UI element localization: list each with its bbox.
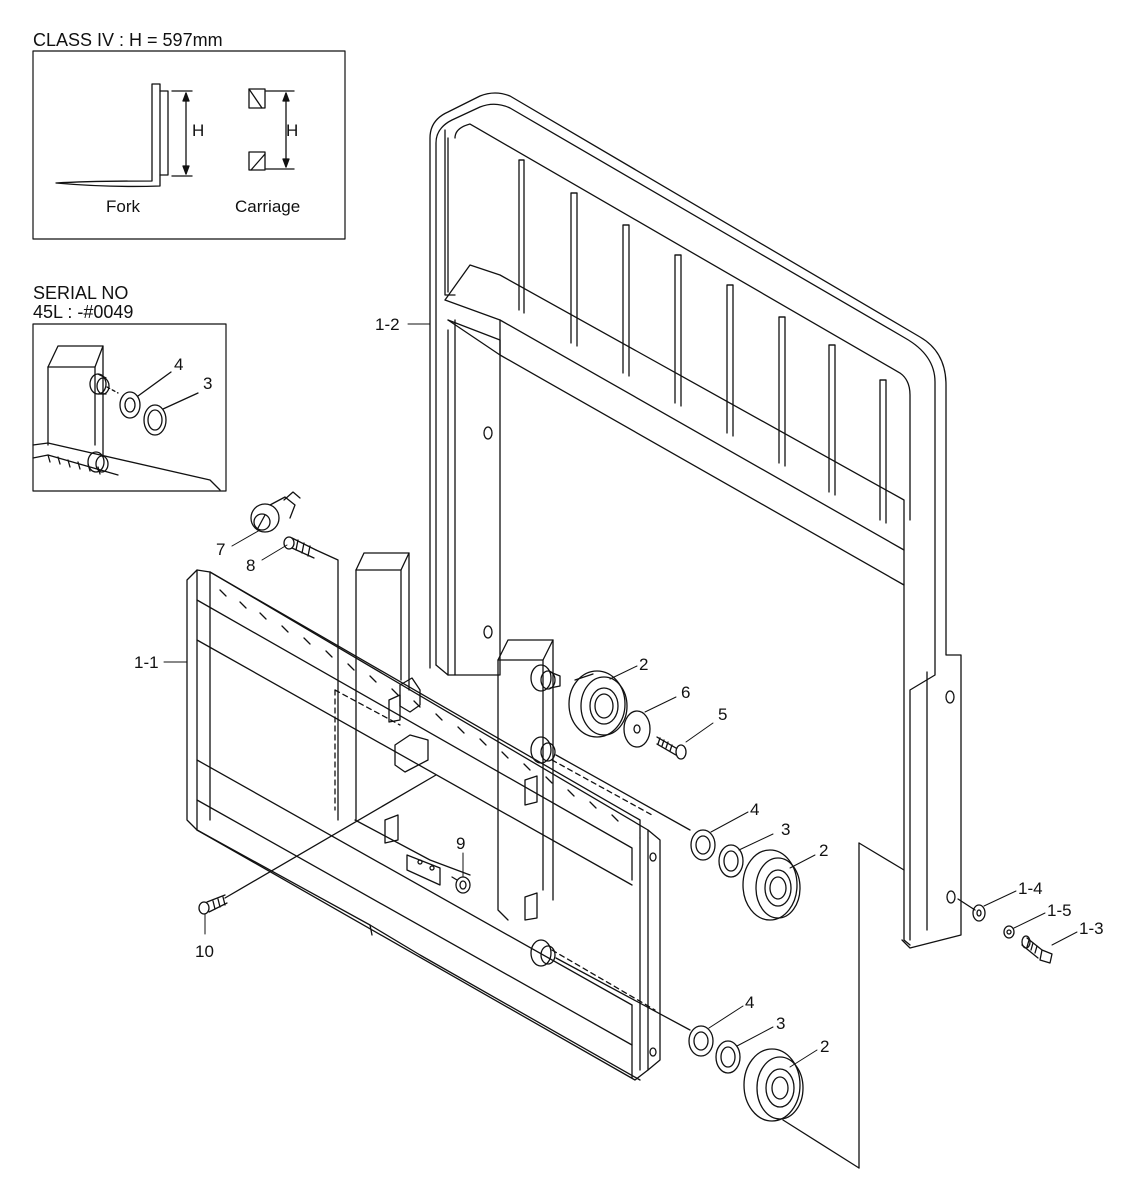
washer-4-bottom-icon xyxy=(689,1026,713,1056)
serial-inset-frame xyxy=(33,324,226,491)
bolt-1-3-icon xyxy=(1022,936,1052,963)
roller-2-mid-icon xyxy=(743,850,800,920)
leader-lines xyxy=(164,324,1077,1067)
callout-2-top: 2 xyxy=(639,655,649,674)
roller-2-top-icon xyxy=(569,671,627,737)
callout-1-5: 1-5 xyxy=(1047,901,1072,920)
carriage-h-label: H xyxy=(286,121,299,140)
serial-callout-3: 3 xyxy=(203,374,213,393)
bolt-8-icon xyxy=(284,537,338,820)
roller-axis-line xyxy=(783,1120,859,1168)
eyebolt-7-icon xyxy=(251,492,300,532)
callout-10: 10 xyxy=(195,942,214,961)
callout-2-bottom: 2 xyxy=(820,1037,830,1056)
pin-1-4-icon xyxy=(958,899,985,921)
callout-4-bottom: 4 xyxy=(745,993,755,1012)
bolt-10-icon xyxy=(199,775,436,914)
callout-8: 8 xyxy=(246,556,256,575)
fork-h-label: H xyxy=(192,121,205,140)
washer-6-icon xyxy=(624,711,650,747)
callout-1-1: 1-1 xyxy=(134,653,159,672)
nut-9-icon xyxy=(452,877,470,893)
mast-frame xyxy=(430,93,961,1168)
fork-profile-icon xyxy=(56,84,168,186)
callout-1-3: 1-3 xyxy=(1079,919,1104,938)
class-inset-frame xyxy=(33,51,345,239)
callout-3-mid: 3 xyxy=(781,820,791,839)
callout-4-mid: 4 xyxy=(750,800,760,819)
carriage-studs xyxy=(531,665,690,1030)
callout-2-mid: 2 xyxy=(819,841,829,860)
fork-h-dimension xyxy=(172,91,192,176)
class-inset-title: CLASS IV : H = 597mm xyxy=(33,30,223,50)
screw-5-icon xyxy=(657,737,686,759)
carriage-label: Carriage xyxy=(235,197,301,216)
washer-3-icon xyxy=(144,405,166,435)
callout-6: 6 xyxy=(681,683,691,702)
washer-1-5-icon xyxy=(1004,926,1014,938)
washer-3-bottom-icon xyxy=(716,1041,740,1073)
serial-inset xyxy=(33,324,226,491)
serial-callout-4: 4 xyxy=(174,355,184,374)
washer-4-mid-icon xyxy=(691,830,715,860)
serial-title-line2: 45L : -#0049 xyxy=(33,302,134,322)
callout-1-4: 1-4 xyxy=(1018,879,1043,898)
callout-7: 7 xyxy=(216,540,226,559)
callout-9: 9 xyxy=(456,834,466,853)
carriage-h-dimension xyxy=(266,91,294,169)
roller-2-bottom-icon xyxy=(744,1049,803,1121)
serial-title-line1: SERIAL NO xyxy=(33,283,129,303)
carriage-frame xyxy=(187,553,660,1080)
callout-1-2: 1-2 xyxy=(375,315,400,334)
callout-3-bottom: 3 xyxy=(776,1014,786,1033)
fork-label: Fork xyxy=(106,197,140,216)
callout-5: 5 xyxy=(718,705,728,724)
carriage-profile-icon xyxy=(249,89,265,170)
washer-4-icon xyxy=(120,392,140,418)
class-inset xyxy=(33,51,345,239)
washer-3-mid-icon xyxy=(719,845,743,877)
